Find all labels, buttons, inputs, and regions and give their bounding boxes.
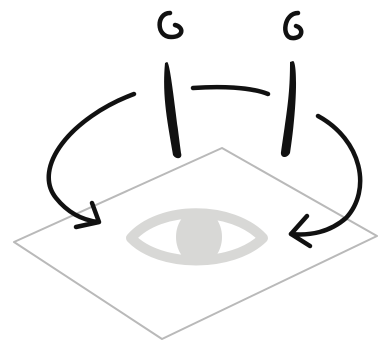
eye-pupil — [176, 209, 222, 265]
eye-icon — [131, 209, 263, 265]
left-arrow-icon — [49, 94, 134, 227]
left-eye-glyph — [160, 13, 182, 37]
right-arrow-curve — [291, 116, 360, 234]
right-eye-glyph — [285, 13, 301, 38]
right-leg-stroke — [281, 61, 296, 157]
left-leg-stroke — [164, 62, 181, 158]
right-arrow-head — [291, 216, 310, 246]
right-arrow-icon — [291, 116, 360, 246]
connector-line — [193, 87, 268, 94]
